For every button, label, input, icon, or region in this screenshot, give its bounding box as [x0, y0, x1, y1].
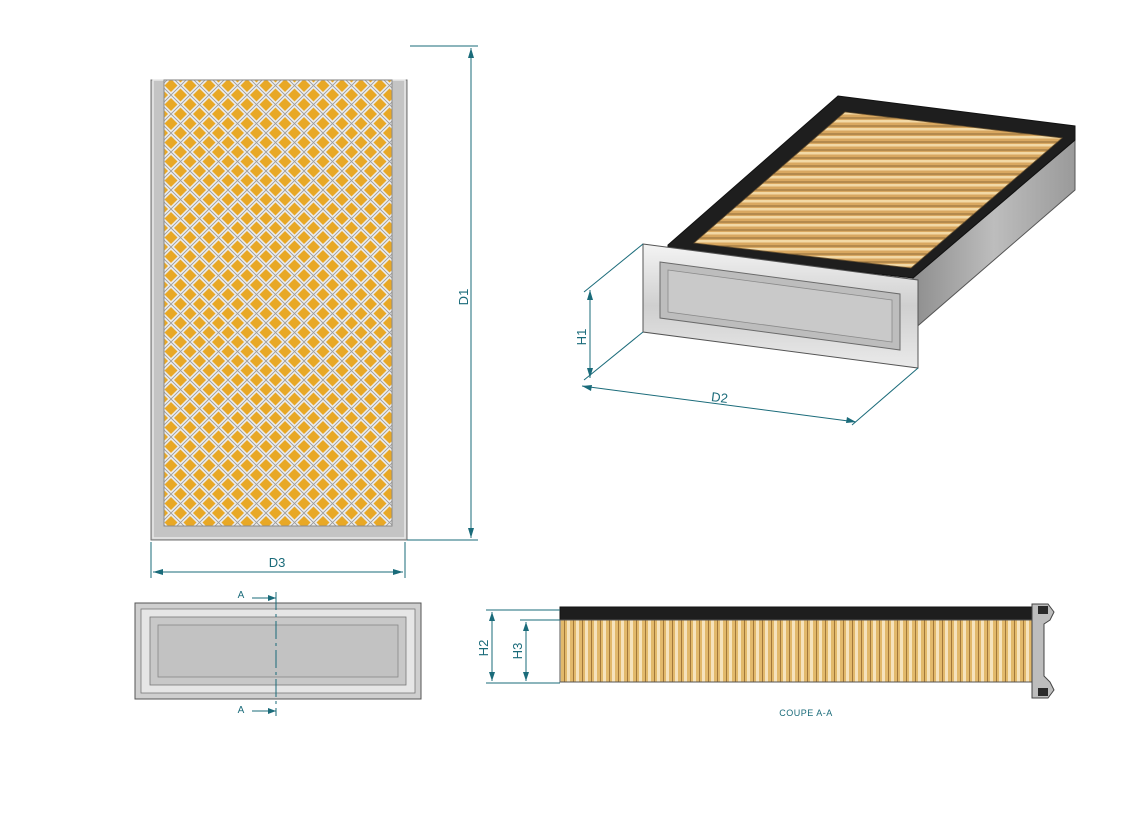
- section-pleats: [559, 619, 1035, 683]
- dimension-d2: [581, 367, 919, 426]
- dimension-h3: [520, 619, 560, 681]
- h2-label: H2: [476, 640, 491, 657]
- isometric-view: [642, 95, 1076, 369]
- front-filter-mesh: [163, 79, 393, 527]
- d1-label: D1: [456, 289, 471, 306]
- section-gasket: [559, 606, 1035, 621]
- dimension-h1: [583, 243, 644, 381]
- section-line: [252, 592, 277, 716]
- section-marker-top: A: [238, 590, 245, 601]
- h1-label: H1: [574, 329, 589, 346]
- front-view: [150, 79, 408, 541]
- iso-media: [693, 111, 1063, 269]
- h3-label: H3: [510, 643, 525, 660]
- d2-label: D2: [710, 389, 728, 406]
- dimension-d1: [407, 45, 478, 541]
- d3-label: D3: [269, 555, 286, 570]
- section-marker-bottom: A: [238, 705, 245, 716]
- end-view: [134, 602, 422, 700]
- section-end-flange: [1031, 603, 1055, 699]
- section-view: [559, 603, 1055, 699]
- dimension-d3: [150, 542, 406, 578]
- section-caption: COUPE A-A: [779, 708, 833, 718]
- dimension-h2: [486, 609, 560, 684]
